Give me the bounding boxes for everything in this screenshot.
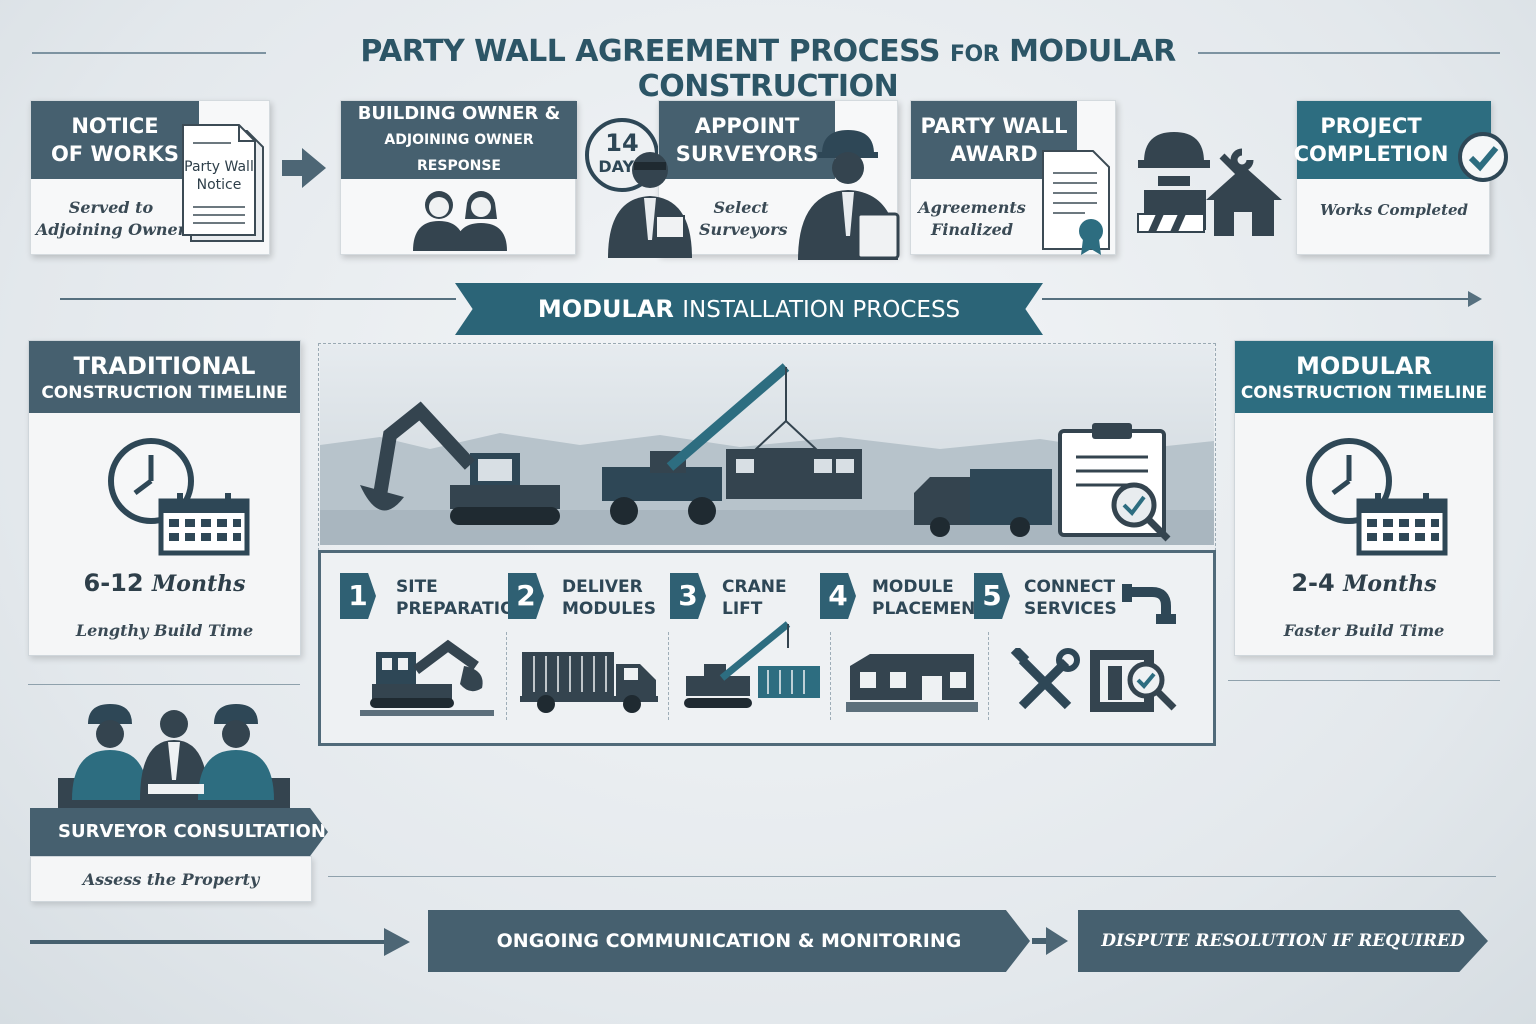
- surveyor-left-icon: [608, 152, 692, 258]
- delivery-truck-icon: [520, 652, 658, 713]
- install-step-4-number: 4: [820, 573, 856, 619]
- traditional-timeline-card: TRADITIONAL CONSTRUCTION TIMELINE 6-12 M…: [28, 340, 301, 656]
- traditional-duration: 6-12 Months: [83, 569, 246, 597]
- install-step-5-number: 5: [974, 573, 1010, 619]
- bottom-arrow-2: [1046, 927, 1068, 955]
- bottom-arrow-1: [384, 928, 410, 956]
- check-circle-icon: [1458, 132, 1508, 182]
- inspection-clipboard-icon: [1058, 423, 1171, 542]
- excavator-small-icon: [360, 639, 494, 716]
- module-building-icon: [846, 654, 978, 712]
- page-title: PARTY WALL AGREEMENT PROCESS FOR MODULAR…: [360, 34, 1176, 104]
- bottom-arrow-1-stem: [30, 940, 386, 944]
- install-step-2-number: 2: [508, 573, 544, 619]
- divider-line-right: [1042, 298, 1468, 300]
- dispute-resolution-bar: DISPUTE RESOLUTION IF REQUIRED: [1078, 910, 1488, 972]
- step-response-card: BUILDING OWNER & ADJOINING OWNER RESPONS…: [340, 100, 577, 255]
- surveyor-consultation-note: Assess the Property: [30, 856, 312, 902]
- flow-arrow-1-stem: [282, 160, 302, 176]
- step-divider: [988, 632, 989, 720]
- modular-timeline-card: MODULAR CONSTRUCTION TIMELINE 2-4 Months…: [1234, 340, 1494, 656]
- surveyor-right-icon: [798, 130, 900, 260]
- flow-arrow-1: [302, 148, 326, 188]
- module-icon: [726, 419, 862, 499]
- crane-icon: [602, 363, 790, 525]
- crane-lift-icon: [684, 621, 820, 708]
- clock-calendar-icon: [108, 438, 250, 556]
- clock-calendar-icon: [1306, 438, 1448, 556]
- title-area: PARTY WALL AGREEMENT PROCESS FOR MODULAR…: [0, 30, 1536, 104]
- award-certificate-icon: [1042, 150, 1110, 255]
- notice-document-icon: Party Wall Notice: [182, 124, 264, 242]
- pipe-fitting-icon: [1122, 584, 1176, 624]
- truck-icon: [914, 469, 1052, 537]
- inspection-panel-icon: [1090, 650, 1177, 712]
- step-response-heading: BUILDING OWNER & ADJOINING OWNER RESPONS…: [341, 101, 577, 179]
- step-divider: [830, 632, 831, 720]
- divider-arrowhead: [1468, 291, 1482, 307]
- surveyor-team-icon: [58, 704, 290, 810]
- step-divider: [668, 632, 669, 720]
- modular-note: Faster Build Time: [1283, 621, 1445, 640]
- owners-people-icon: [413, 191, 507, 251]
- surveyor-consultation-heading: SURVEYOR CONSULTATION: [30, 808, 328, 856]
- notice-doc-line2: Notice: [197, 177, 242, 193]
- install-step-1-number: 1: [340, 573, 376, 619]
- modular-duration: 2-4 Months: [1291, 569, 1437, 597]
- bottom-divider-line: [328, 876, 1496, 877]
- modular-timeline-heading: MODULAR CONSTRUCTION TIMELINE: [1235, 341, 1493, 413]
- traditional-note: Lengthy Build Time: [75, 621, 254, 640]
- notice-doc-line1: Party Wall: [184, 159, 254, 175]
- ongoing-communication-bar: ONGOING COMMUNICATION & MONITORING: [428, 910, 1030, 972]
- step-completion-sub: Works Completed: [1319, 201, 1469, 219]
- install-process-banner: MODULAR INSTALLATION PROCESS: [455, 283, 1043, 335]
- title-rule-right: [1198, 52, 1500, 54]
- step-divider: [506, 632, 507, 720]
- wrench-screwdriver-icon: [1010, 648, 1080, 710]
- install-step-3-number: 3: [670, 573, 706, 619]
- construction-scene-illustration: [320, 363, 1214, 545]
- title-rule-left: [32, 52, 266, 54]
- right-divider-line: [1228, 680, 1500, 681]
- construction-house-icon: [1137, 132, 1282, 236]
- traditional-timeline-heading: TRADITIONAL CONSTRUCTION TIMELINE: [29, 341, 300, 413]
- construction-scene: [320, 345, 1214, 545]
- excavator-icon: [360, 401, 560, 525]
- divider-line-left: [60, 298, 456, 300]
- bottom-arrow-2-stem: [1032, 938, 1048, 944]
- left-divider-line: [28, 684, 300, 685]
